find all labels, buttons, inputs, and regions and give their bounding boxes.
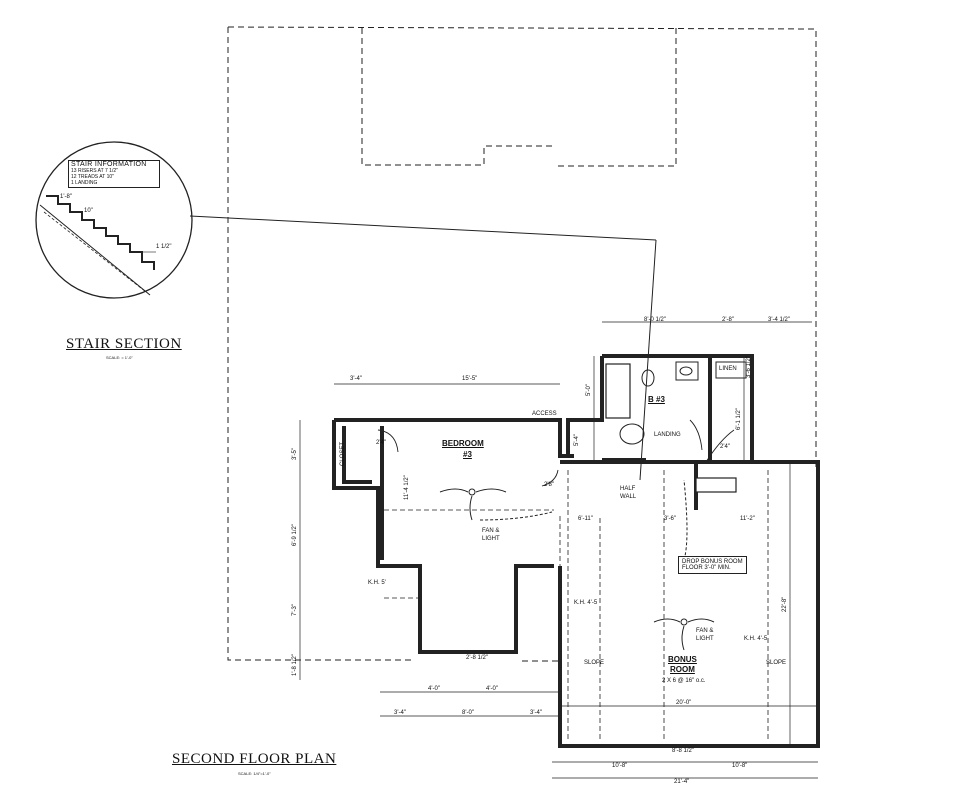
bedroom-walls	[332, 418, 574, 654]
dim-bonus-depth: 22'-8"	[782, 596, 788, 612]
half-wall-label-2: WALL	[620, 494, 637, 500]
dim-bed-top-1: 3'-4"	[350, 376, 362, 382]
dim-lower-2c: 3'-4"	[530, 710, 542, 716]
dimension-lines	[299, 321, 818, 779]
dim-top-1: 8'-0 1/2"	[644, 317, 666, 323]
dim-bonus-width: 20'-0"	[676, 700, 692, 706]
dim-lower-2b: 8'-0"	[462, 710, 474, 716]
fan-light-note: FAN &	[696, 628, 714, 634]
stair-riser-dim: 1'-8"	[60, 194, 72, 200]
linen-label: LINEN	[719, 366, 737, 372]
vanity	[675, 361, 699, 381]
bath-label: B #3	[648, 395, 665, 404]
knee-height-bedroom: K.H. 5'	[368, 580, 386, 586]
stair-tread-dim: 10"	[84, 208, 93, 214]
dim-bonus-inner-2: 3'-6"	[664, 516, 676, 522]
dim-bed-bottom: 2'-8 1/2"	[466, 655, 488, 661]
stair-info-line: 1 LANDING	[71, 180, 98, 186]
dim-bonus-bottom-a: 10'-8"	[612, 763, 628, 769]
knee-walls	[384, 470, 769, 740]
sink	[679, 366, 693, 376]
drop-bonus-note: DROP BONUS ROOM FLOOR 3'-0" MIN.	[678, 556, 747, 574]
door-size-bedroom: 2'8"	[544, 482, 554, 488]
stair-info-line: 13 RISERS AT 7 1/2"	[71, 168, 118, 174]
knee-height-right: K.H. 4'-5	[744, 636, 768, 642]
fan-light-note-2: LIGHT	[482, 536, 500, 542]
bedroom-label: BEDROOM	[442, 439, 484, 448]
stair-landing-dim: 1 1/2"	[156, 244, 172, 250]
door-swings	[377, 419, 735, 487]
bonus-room-label: BONUS	[668, 655, 697, 664]
fan-fixtures	[439, 479, 715, 651]
dim-bath-4: 3'-6 1/2"	[746, 356, 752, 378]
drop-bonus-line: FLOOR 3'-0" MIN.	[682, 565, 731, 571]
stair-section-callout	[35, 141, 657, 481]
roof-outline	[227, 26, 817, 661]
stair-section-title: STAIR SECTION	[66, 336, 182, 352]
stair-information-box: STAIR INFORMATION 13 RISERS AT 7 1/2" 12…	[68, 160, 160, 188]
stair-newel	[619, 423, 645, 445]
fan-light-note-2: LIGHT	[696, 636, 714, 642]
dim-lower-2a: 3'-4"	[394, 710, 406, 716]
stair-section-scale: SCALE: = 1'-0"	[106, 355, 133, 360]
dim-bath-2: 5'-4"	[574, 434, 580, 446]
slope-left: SLOPE	[584, 660, 605, 666]
dim-top-3: 3'-4 1/2"	[768, 317, 790, 323]
dim-bath-1: 5'-0"	[586, 384, 592, 396]
dim-lower-1a: 4'-0"	[428, 686, 440, 692]
stair-info-heading: STAIR INFORMATION	[71, 161, 147, 168]
drop-bonus-line: DROP BONUS ROOM	[682, 559, 743, 565]
dim-left-3: 7'-3"	[292, 604, 298, 616]
bonus-joists-note: 2 X 6 @ 16" o.c.	[662, 678, 706, 684]
toilet	[641, 369, 655, 387]
dim-bonus-inner-1: 6'-11"	[578, 516, 593, 522]
door-size-bath: 2'4"	[720, 444, 730, 450]
dim-left-1: 3'-5"	[292, 448, 298, 460]
closet-label: CLOSET	[340, 441, 346, 466]
dim-left-4: 1'-8 1/2"	[292, 654, 298, 676]
door-size-closet: 2'4"	[376, 440, 386, 446]
dim-lower-1b: 4'-0"	[486, 686, 498, 692]
dim-top-2: 2'-8"	[722, 317, 734, 323]
slope-right: SLOPE	[766, 660, 787, 666]
knee-height-left: K.H. 4'-5	[574, 600, 598, 606]
dim-bath-3: 6'-1 1/2"	[736, 408, 742, 430]
stair-info-line: 12 TREADS AT 10"	[71, 174, 114, 180]
half-wall-label: HALF	[620, 486, 636, 492]
linen-closet	[715, 361, 747, 379]
fan-light-note: FAN &	[482, 528, 500, 534]
bonus-room-label-2: ROOM	[670, 665, 695, 674]
dim-overall-bottom: 21'-4"	[674, 779, 690, 785]
dim-bonus-bottom: 8'-8 1/2"	[672, 748, 694, 754]
bonus-box	[695, 477, 737, 493]
dim-bonus-bottom-b: 10'-8"	[732, 763, 748, 769]
access-label: ACCESS	[532, 411, 557, 417]
landing-label: LANDING	[654, 432, 681, 438]
dim-bed-inner: 11'-4 1/2"	[404, 475, 410, 500]
second-floor-scale: SCALE: 1/4"=1'-0"	[238, 771, 271, 776]
dim-left-2: 6'-9 1/2"	[292, 524, 298, 546]
bedroom-number: #3	[463, 450, 472, 459]
dim-bed-top-2: 15'-5"	[462, 376, 478, 382]
dim-bonus-inner-3: 11'-2"	[740, 516, 755, 522]
second-floor-title: SECOND FLOOR PLAN	[172, 751, 337, 767]
bathtub	[605, 363, 631, 419]
